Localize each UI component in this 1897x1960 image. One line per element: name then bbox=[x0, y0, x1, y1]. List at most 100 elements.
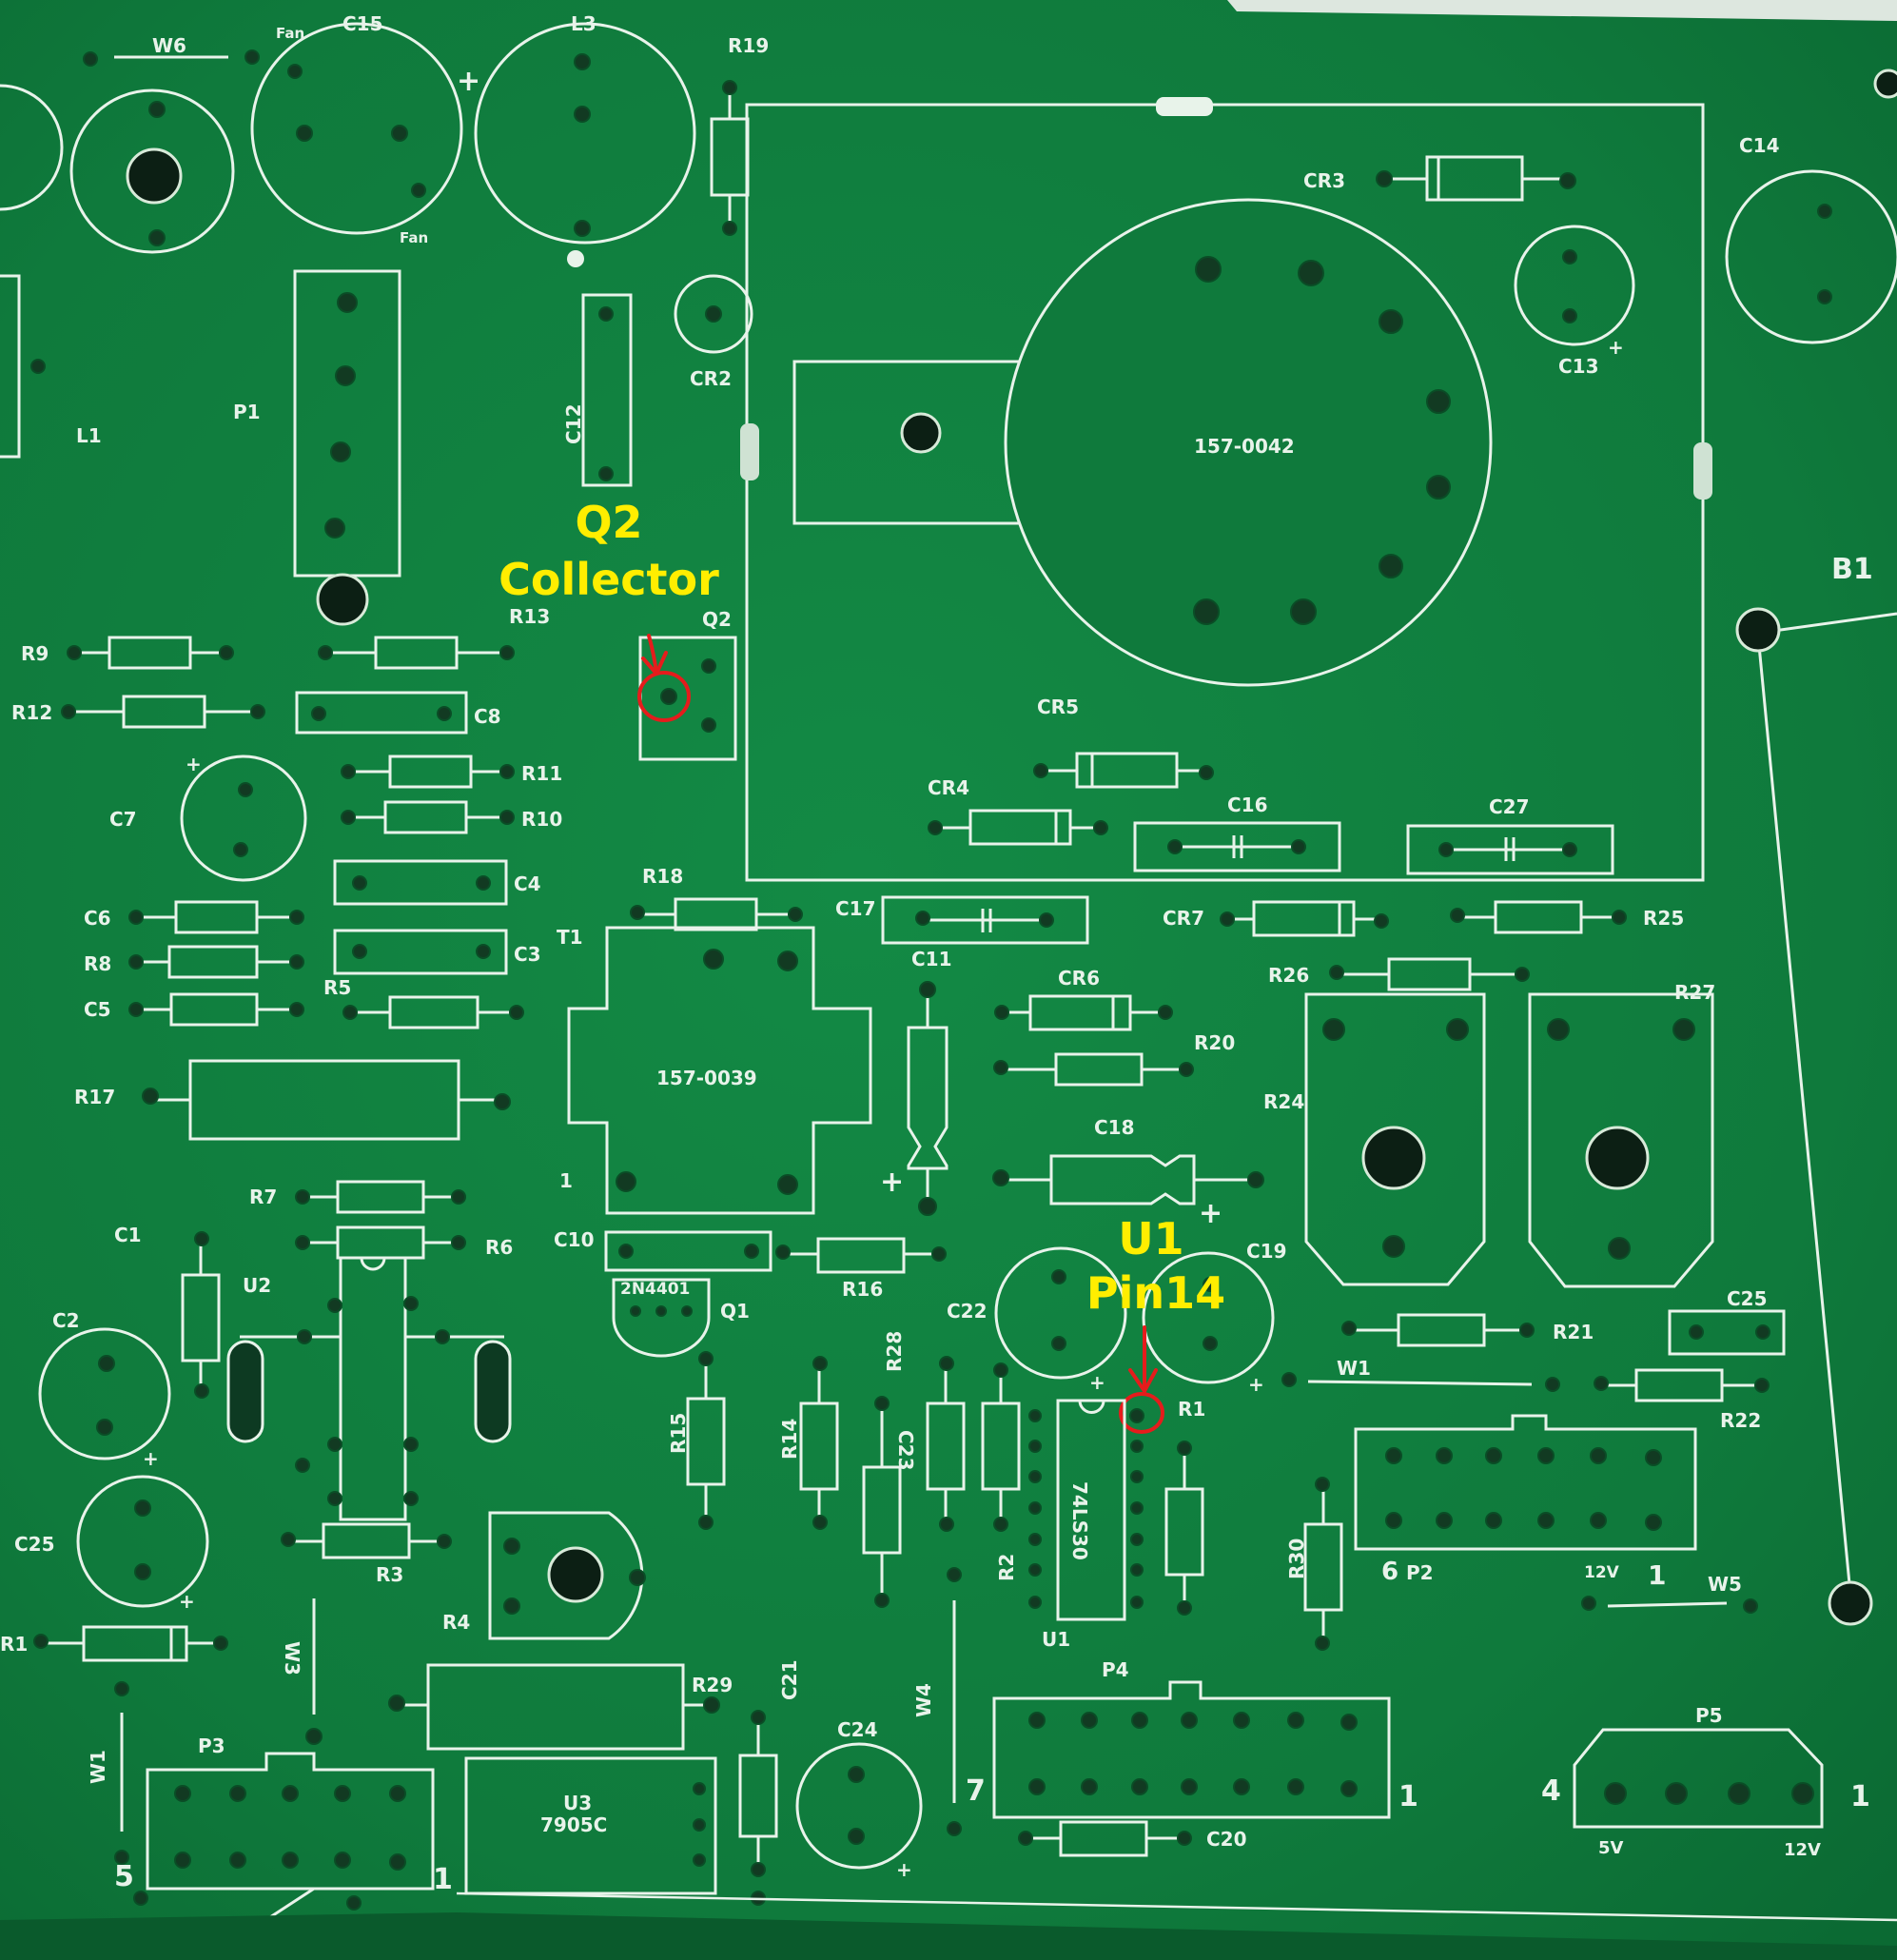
inductor-l3: L3 bbox=[474, 12, 696, 267]
resistor-r28: R28 bbox=[862, 1331, 906, 1608]
label-p5: P5 bbox=[1695, 1704, 1723, 1727]
connector-p1: P1 bbox=[233, 269, 401, 626]
annotation-u1-pin14: Pin14 bbox=[1086, 1267, 1225, 1319]
label-r17: R17 bbox=[74, 1086, 115, 1108]
capacitor-c16: C16 bbox=[1133, 794, 1341, 872]
label-r6: R6 bbox=[485, 1236, 513, 1259]
diode-r1-left: R1 bbox=[0, 1625, 228, 1662]
label-l3: L3 bbox=[571, 12, 596, 35]
label-c14: C14 bbox=[1739, 134, 1780, 157]
label-w1-left: W1 bbox=[87, 1750, 109, 1784]
label-157-0039: 157-0039 bbox=[656, 1067, 757, 1089]
label-w6: W6 bbox=[152, 34, 186, 57]
capacitor-c26: C25 bbox=[1668, 1287, 1786, 1356]
annotation-q2-circle bbox=[637, 634, 691, 722]
label-cr3: CR3 bbox=[1303, 169, 1345, 192]
label-p2: P2 bbox=[1406, 1561, 1434, 1584]
resistor-r13: R13 bbox=[318, 605, 550, 670]
label-q2: Q2 bbox=[702, 608, 732, 631]
label-w3: W3 bbox=[281, 1641, 303, 1676]
plus-c13: + bbox=[1608, 336, 1624, 359]
label-w5: W5 bbox=[1708, 1573, 1742, 1596]
label-l1: L1 bbox=[76, 424, 102, 447]
resistor-r1-right: R1 bbox=[1164, 1398, 1205, 1616]
label-p4-pin7: 7 bbox=[966, 1774, 986, 1808]
capacitor-c11: C11 + bbox=[880, 948, 952, 1216]
transformer-t1: 157-0039 T1 1 bbox=[557, 926, 872, 1215]
label-cr6: CR6 bbox=[1058, 967, 1100, 990]
label-r13: R13 bbox=[509, 605, 550, 628]
resistor-c5-row: C5 bbox=[84, 992, 304, 1027]
label-p5-12v: 12V bbox=[1784, 1840, 1821, 1860]
label-r16: R16 bbox=[842, 1278, 883, 1301]
capacitor-c2: C2 + bbox=[38, 1309, 171, 1470]
label-r25: R25 bbox=[1643, 907, 1684, 930]
label-pin-1: 1 bbox=[559, 1169, 573, 1192]
resistor-r18: R18 bbox=[630, 865, 803, 931]
resistor-c6-row: C6 bbox=[84, 900, 304, 934]
diode-cr2: CR2 bbox=[674, 274, 753, 390]
label-r29: R29 bbox=[692, 1674, 733, 1696]
connector-p5: P5 4 1 5V 12V bbox=[1541, 1704, 1870, 1860]
ic-u2: U2 bbox=[226, 1256, 512, 1521]
label-157-0042: 157-0042 bbox=[1194, 435, 1295, 458]
label-c23: C23 bbox=[894, 1430, 917, 1471]
capacitor-c8: C8 bbox=[295, 691, 501, 735]
resistor-r20: R20 bbox=[993, 1031, 1235, 1087]
label-r12: R12 bbox=[11, 701, 52, 724]
label-c12: C12 bbox=[562, 403, 585, 444]
label-r7: R7 bbox=[249, 1186, 277, 1208]
label-r14: R14 bbox=[778, 1419, 801, 1460]
label-w1-right: W1 bbox=[1337, 1357, 1371, 1380]
label-b1: B1 bbox=[1831, 553, 1873, 586]
annotation-q2-title: Q2 bbox=[575, 497, 642, 548]
label-r20: R20 bbox=[1194, 1031, 1235, 1054]
label-r21: R21 bbox=[1553, 1321, 1594, 1343]
label-r2: R2 bbox=[995, 1554, 1018, 1581]
label-r11: R11 bbox=[521, 762, 562, 785]
capacitor-c25-left: C25 + bbox=[14, 1475, 209, 1613]
label-r3: R3 bbox=[376, 1563, 403, 1586]
label-p5-5v: 5V bbox=[1598, 1838, 1624, 1858]
plus-sign: + bbox=[457, 65, 480, 98]
label-p2-12v: 12V bbox=[1584, 1563, 1620, 1582]
connector-p3: P3 5 1 bbox=[114, 1735, 453, 1896]
jumper-w4: W4 bbox=[912, 1567, 962, 1836]
plus-c18: + bbox=[1199, 1197, 1222, 1230]
resistor-r2: R2 bbox=[981, 1362, 1021, 1581]
label-r9: R9 bbox=[21, 642, 49, 665]
capacitor-c4: C4 bbox=[333, 859, 541, 906]
label-p4: P4 bbox=[1102, 1658, 1129, 1681]
label-c4: C4 bbox=[514, 872, 541, 895]
label-r27: R27 bbox=[1674, 981, 1715, 1004]
label-c11: C11 bbox=[911, 948, 952, 970]
potentiometer-r27: R27 bbox=[1528, 981, 1715, 1288]
transistor-q1: 2N4401 Q1 bbox=[612, 1278, 750, 1358]
resistor-r5: R5 bbox=[323, 976, 524, 1029]
diode-cr7: CR7 bbox=[1163, 900, 1389, 937]
label-c8: C8 bbox=[474, 705, 501, 728]
label-p2-pin6: 6 bbox=[1381, 1558, 1398, 1586]
label-c15: C15 bbox=[342, 12, 383, 35]
label-c5: C5 bbox=[84, 998, 111, 1021]
capacitor-c10: C10 bbox=[554, 1228, 772, 1272]
label-c3: C3 bbox=[514, 943, 541, 966]
label-u2: U2 bbox=[243, 1274, 271, 1297]
label-c24: C24 bbox=[837, 1718, 878, 1741]
label-fan-top: Fan bbox=[276, 25, 304, 42]
jumper-w5: W5 bbox=[1581, 1573, 1758, 1614]
label-r15: R15 bbox=[667, 1413, 690, 1454]
resistor-r14: R14 bbox=[778, 1356, 839, 1530]
label-7905c: 7905C bbox=[540, 1813, 607, 1836]
label-p3-pin1: 1 bbox=[433, 1863, 453, 1896]
label-c2: C2 bbox=[52, 1309, 80, 1332]
label-c22: C22 bbox=[947, 1300, 988, 1323]
resistor-c1-row: C1 bbox=[114, 1224, 221, 1399]
resistor-r3: R3 bbox=[281, 1522, 452, 1586]
diode-cr3: CR3 bbox=[1303, 155, 1576, 202]
resistor-r10: R10 bbox=[341, 800, 562, 834]
capacitor-c17: C17 bbox=[835, 895, 1089, 945]
jumper-w1: W1 bbox=[1281, 1357, 1560, 1392]
resistor-r16: R16 bbox=[775, 1237, 947, 1301]
